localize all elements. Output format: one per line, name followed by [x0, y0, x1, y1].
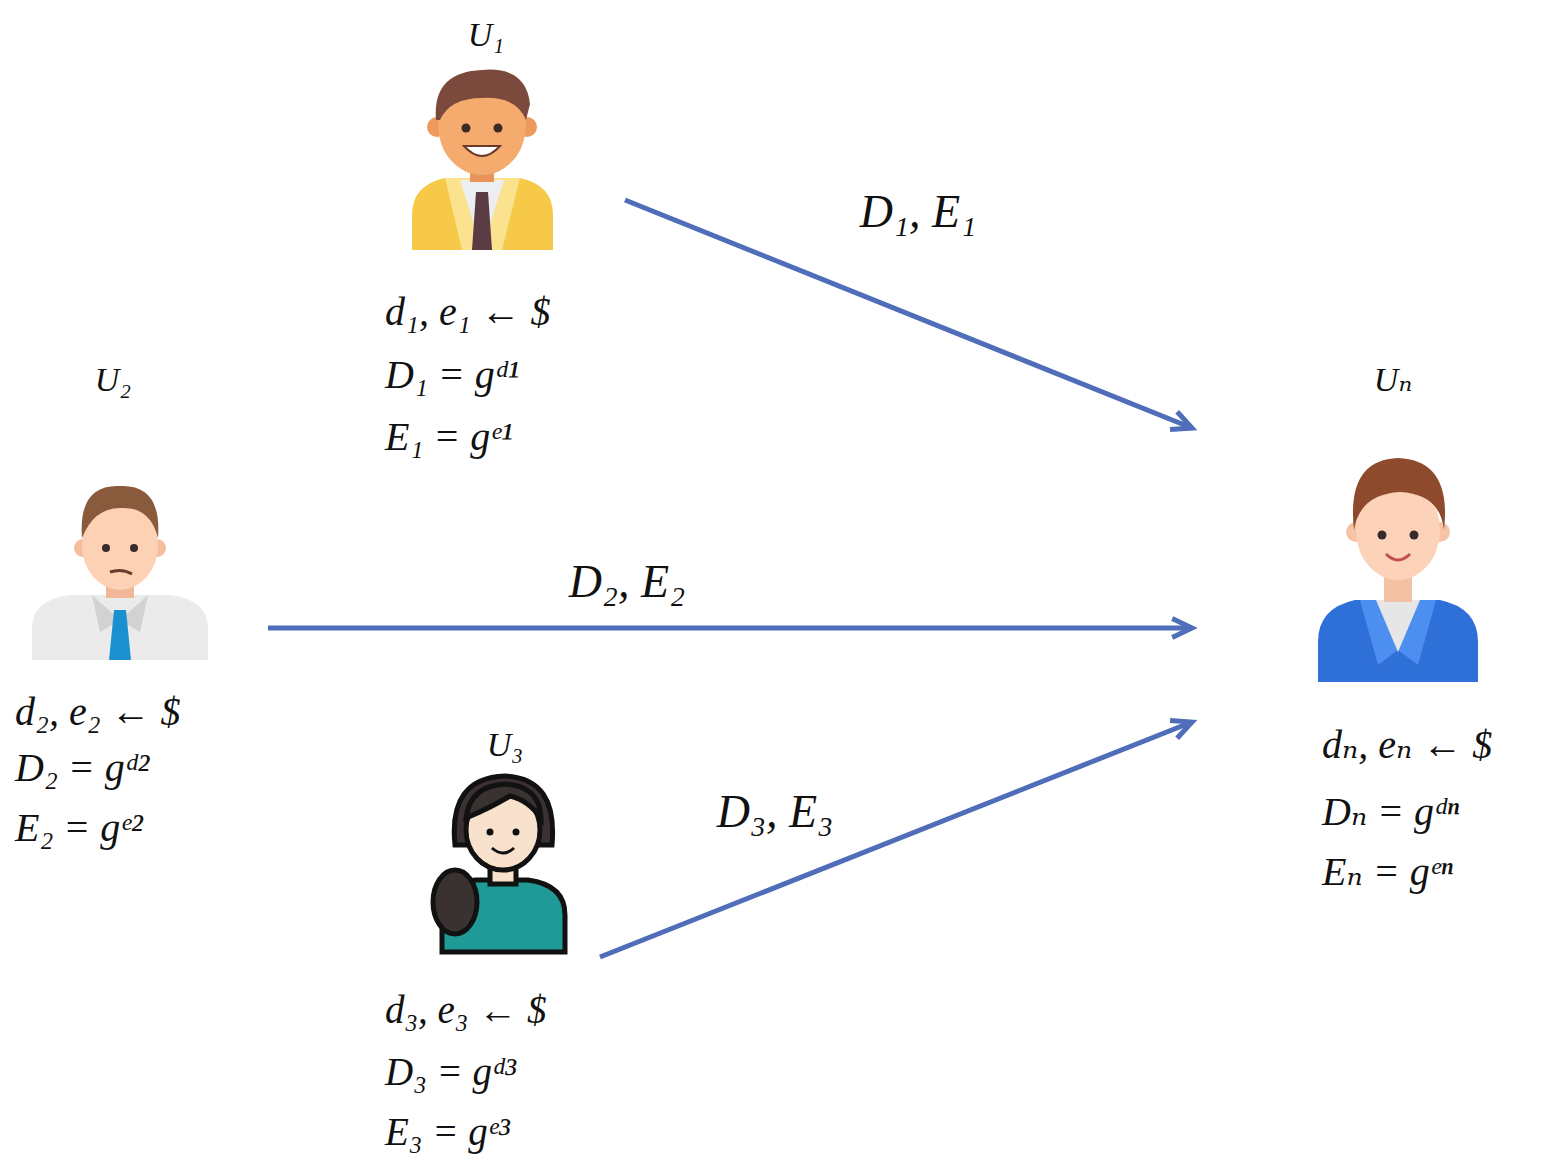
math-line: E₂ = gᵉ² — [15, 805, 143, 851]
edge-label: D₁, E₁ — [856, 187, 980, 238]
math-line: Eₙ = gᵉⁿ — [1322, 849, 1453, 895]
user-icon — [433, 776, 565, 952]
user-node: U₂ d₂, e₂ ← $ D₂ = gᵈ² E₂ = gᵉ² — [5, 345, 268, 853]
math-line: D₁ = gᵈ¹ — [385, 352, 519, 398]
user-name: Uₙ — [1374, 360, 1412, 399]
math-line: Dₙ = gᵈⁿ — [1322, 789, 1459, 835]
edge-label: D₃, E₃ — [713, 787, 837, 838]
user-icon — [32, 486, 208, 660]
user-node: U₃ d₃, e₃ ← $ D₃ = gᵈ³ E₃ = gᵉ³ — [375, 720, 600, 1160]
message-arrow — [268, 618, 1192, 637]
math-line: d₁, e₁ ← $ — [385, 289, 551, 335]
arrow-head — [1170, 720, 1192, 738]
arrow-head — [1172, 618, 1192, 637]
math-line: dₙ, eₙ ← $ — [1322, 722, 1492, 768]
user-node: U₁ d₁, e₁ ← $ D₁ = gᵈ¹ E₁ = gᵉ¹ — [375, 10, 625, 478]
user-icon — [412, 70, 553, 250]
arrow-line — [268, 626, 1192, 631]
edge-label: D₂, E₂ — [565, 557, 689, 608]
math-line: d₃, e₃ ← $ — [385, 988, 546, 1033]
message-arrow — [600, 720, 1192, 957]
user-name: U₂ — [95, 360, 131, 399]
math-line: E₁ = gᵉ¹ — [385, 414, 513, 460]
math-line: E₃ = gᵉ³ — [385, 1110, 510, 1155]
user-name: U₃ — [487, 725, 523, 764]
math-line: D₂ = gᵈ² — [15, 745, 149, 791]
math-line: d₂, e₂ ← $ — [15, 689, 181, 735]
user-node: Uₙ dₙ, eₙ ← $ Dₙ = gᵈⁿ Eₙ = gᵉⁿ — [1192, 350, 1557, 910]
math-line: D₃ = gᵈ³ — [385, 1050, 516, 1095]
arrow-head — [1170, 412, 1192, 430]
user-name: U₁ — [468, 15, 504, 54]
arrow-line — [600, 722, 1192, 957]
user-icon — [1318, 458, 1478, 682]
